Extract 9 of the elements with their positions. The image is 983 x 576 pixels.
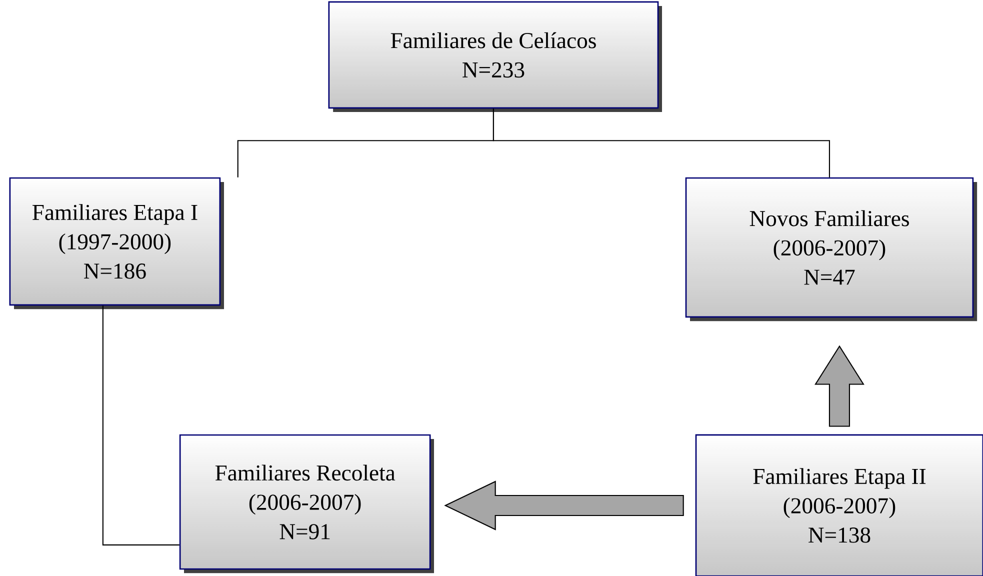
flow-box: Familiares de Celíacos N=233 <box>328 1 662 112</box>
connector-line <box>102 306 180 546</box>
flow-box: Familiares Etapa I (1997-2000) N=186 <box>9 177 224 310</box>
flow-box: Familiares Recoleta (2006-2007) N=91 <box>179 434 434 574</box>
flow-box: Familiares Etapa II (2006-2007) N=138 <box>695 434 983 576</box>
connector-line <box>492 108 830 178</box>
block-arrow <box>814 345 864 427</box>
flow-box: Novos Familiares (2006-2007) N=47 <box>685 177 978 322</box>
block-arrow <box>444 480 684 530</box>
